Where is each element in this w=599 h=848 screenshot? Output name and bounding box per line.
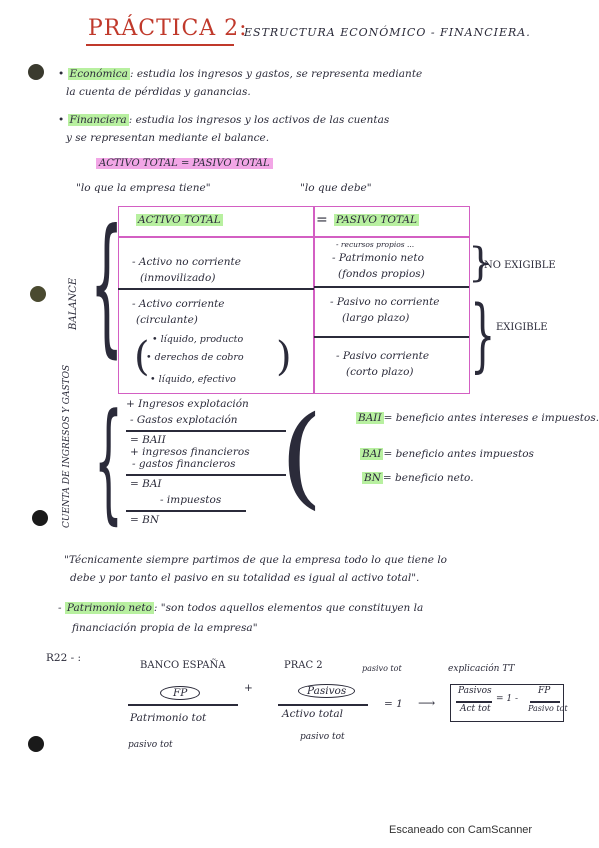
ratio-code: R22 - : bbox=[46, 652, 82, 664]
balance-table bbox=[118, 206, 470, 394]
financiera-line2: y se representan mediante el balance. bbox=[66, 132, 270, 144]
exigible-label: EXIGIBLE bbox=[496, 322, 548, 333]
box-fraction-line-1 bbox=[456, 701, 492, 703]
pyg-row-5: - gastos financieros bbox=[132, 458, 236, 470]
financiera-term: Financiera bbox=[67, 114, 129, 126]
ratio-plus: + bbox=[244, 682, 253, 694]
balance-brace: { bbox=[90, 198, 124, 372]
col-equals: = bbox=[316, 212, 328, 228]
ratio-explic: explicación TT bbox=[448, 664, 515, 674]
pyg-row-1: + Ingresos explotación bbox=[126, 398, 249, 410]
pasivo-small-note: - recursos propios ... bbox=[336, 240, 415, 249]
camscanner-footer: Escaneado con CamScanner bbox=[389, 824, 533, 836]
economica-line1: • Económica: estudia los ingresos y gast… bbox=[58, 68, 423, 80]
page-title: PRÁCTICA 2: bbox=[88, 16, 248, 41]
ratio-eq: = 1 bbox=[384, 698, 403, 710]
pyg-row-3: = BAII bbox=[130, 434, 166, 446]
explanation-arrow: ⟶ bbox=[418, 696, 436, 710]
patrimonio-line1: - Patrimonio neto: "son todos aquellos e… bbox=[58, 602, 424, 614]
anc-line2: (inmovilizado) bbox=[140, 272, 216, 284]
balance-equation: ACTIVO TOTAL = PASIVO TOTAL bbox=[96, 158, 273, 169]
ratio-under-right: pasivo tot bbox=[300, 732, 345, 742]
ratio-under-left: pasivo tot bbox=[128, 740, 173, 750]
ratio-den-right: Activo total bbox=[282, 708, 344, 720]
page-subtitle: ESTRUCTURA ECONÓMICO - FINANCIERA. bbox=[244, 26, 531, 39]
ac-item-1: • líquido, producto bbox=[152, 334, 244, 345]
binder-hole-1 bbox=[28, 64, 44, 80]
def-baii: BAII= beneficio antes intereses e impues… bbox=[356, 412, 599, 424]
no-exigible-brace: } bbox=[468, 240, 494, 286]
box-mid: = 1 - bbox=[496, 694, 519, 704]
pnc-line2: (largo plazo) bbox=[342, 312, 410, 324]
economica-term: Económica bbox=[67, 68, 130, 80]
ac-items-brace-right: ) bbox=[276, 334, 292, 380]
def-bai: BAI= beneficio antes impuestos bbox=[360, 448, 534, 460]
pyg-row-7: - impuestos bbox=[160, 494, 222, 506]
pyg-rule-3 bbox=[126, 510, 246, 512]
ratio-banco: BANCO ESPAÑA bbox=[140, 660, 226, 671]
binder-hole-3 bbox=[32, 510, 48, 526]
left-note: "lo que la empresa tiene" bbox=[76, 182, 211, 194]
ac-item-3: • líquido, efectivo bbox=[150, 374, 236, 385]
def-bn: BN= beneficio neto. bbox=[362, 472, 474, 484]
pn-line1: - Patrimonio neto bbox=[332, 252, 424, 264]
pyg-rule-2 bbox=[126, 474, 286, 476]
pnc-line1: - Pasivo no corriente bbox=[330, 296, 440, 308]
box-den2: Pasivo tot bbox=[528, 704, 568, 713]
pyg-brace: { bbox=[94, 385, 123, 537]
right-row-rule-1 bbox=[314, 286, 469, 288]
pyg-connector: ( bbox=[280, 392, 323, 520]
explanation-box bbox=[450, 684, 564, 722]
pyg-rule-1 bbox=[126, 430, 286, 432]
patrimonio-term: Patrimonio neto bbox=[64, 602, 154, 614]
ratio-fraction-line-2 bbox=[278, 704, 368, 706]
quote-line2: debe y por tanto el pasivo en su totalid… bbox=[70, 572, 420, 584]
binder-hole-2 bbox=[30, 286, 46, 302]
ratio-num-left: FP bbox=[160, 686, 201, 700]
ac-items-brace: ( bbox=[134, 334, 150, 380]
balance-side-label: BALANCE bbox=[68, 277, 79, 330]
quote-line1: "Técnicamente siempre partimos de que la… bbox=[64, 554, 448, 566]
pyg-side-label: CUENTA DE INGRESOS Y GASTOS bbox=[62, 364, 72, 528]
right-note: "lo que debe" bbox=[300, 182, 372, 194]
ac-line2: (circulante) bbox=[136, 314, 198, 326]
box-num: Pasivos bbox=[458, 686, 492, 696]
ratio-prac: PRAC 2 bbox=[284, 660, 323, 671]
balance-divider bbox=[313, 206, 315, 394]
pn-line2: (fondos propios) bbox=[338, 268, 425, 280]
pyg-row-8: = BN bbox=[130, 514, 160, 526]
economica-line2: la cuenta de pérdidas y ganancias. bbox=[66, 86, 251, 98]
pyg-row-4: + ingresos financieros bbox=[130, 446, 250, 458]
box-den: Act tot bbox=[460, 704, 491, 714]
patrimonio-line2: financiación propia de la empresa" bbox=[72, 622, 258, 634]
pc-line1: - Pasivo corriente bbox=[336, 350, 430, 362]
box-fraction-line-2 bbox=[530, 701, 560, 703]
pyg-row-2: - Gastos explotación bbox=[130, 414, 238, 426]
ratio-fraction-line-1 bbox=[128, 704, 238, 706]
col-pasivo-total: PASIVO TOTAL bbox=[334, 214, 419, 226]
ratio-num-right: Pasivos bbox=[298, 684, 356, 698]
balance-header-rule bbox=[118, 236, 469, 238]
financiera-line1: • Financiera: estudia los ingresos y los… bbox=[58, 114, 390, 126]
anc-line1: - Activo no corriente bbox=[132, 256, 241, 268]
no-exigible-label: NO EXIGIBLE bbox=[484, 260, 556, 271]
box-num2: FP bbox=[538, 686, 551, 696]
col-activo-total: ACTIVO TOTAL bbox=[136, 214, 223, 226]
pyg-row-6: = BAI bbox=[130, 478, 162, 490]
ratio-pasivo-note: pasivo tot bbox=[362, 664, 402, 673]
pc-line2: (corto plazo) bbox=[346, 366, 414, 378]
binder-hole-4 bbox=[28, 736, 44, 752]
left-row-rule bbox=[118, 288, 314, 290]
ac-line1: - Activo corriente bbox=[132, 298, 225, 310]
right-row-rule-2 bbox=[314, 336, 469, 338]
title-underline bbox=[86, 44, 234, 46]
ac-item-2: • derechos de cobro bbox=[146, 352, 244, 363]
exigible-brace: } bbox=[470, 288, 496, 381]
ratio-den-left: Patrimonio tot bbox=[130, 712, 207, 724]
